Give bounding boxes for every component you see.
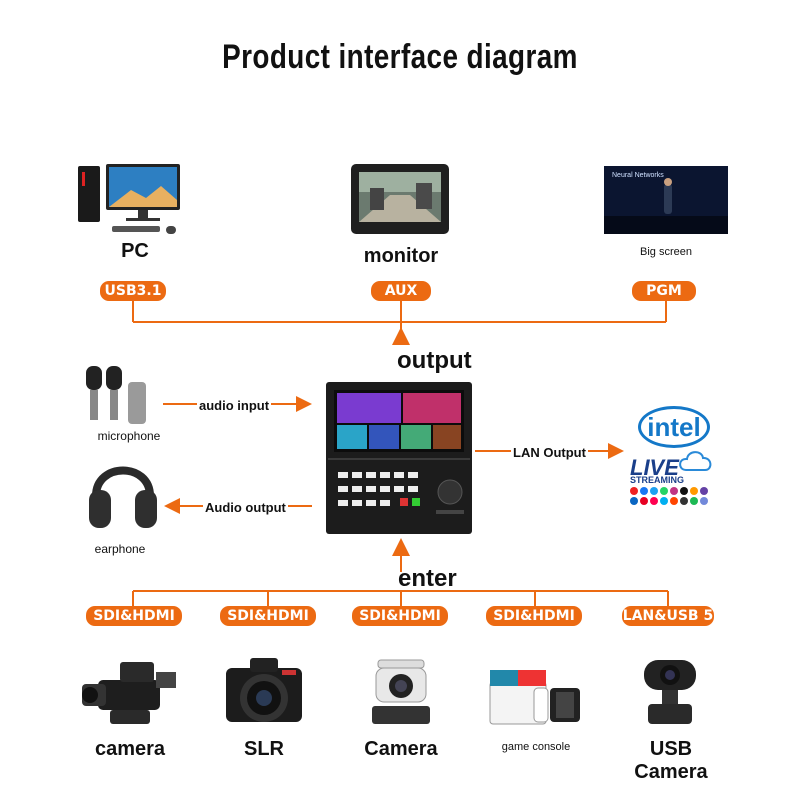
port-badge-sdi-hdmi-4: SDI&HDMI 4	[486, 606, 582, 644]
audio-output-arrow-label: Audio output	[203, 500, 288, 515]
webcam-icon	[644, 660, 696, 724]
slr-camera-icon	[226, 658, 302, 722]
slr-label: SLR	[244, 738, 284, 760]
port-badge-pgm: PGM	[632, 281, 696, 301]
earphone-icon	[89, 466, 157, 528]
ptz-camera-label: Camera	[364, 738, 438, 760]
big-screen-label: Big screen	[640, 246, 692, 258]
camcorder-icon	[82, 662, 176, 724]
big-screen-icon: Neural Networks	[604, 166, 728, 234]
monitor-icon	[351, 164, 449, 234]
monitor-label: monitor	[363, 245, 439, 267]
game-console-label: game console	[501, 741, 571, 753]
ptz-camera-icon	[372, 659, 430, 724]
streaming-text: STREAMING	[630, 475, 684, 485]
port-badge-usb31: USB3.1	[100, 281, 166, 301]
output-section-label: output	[397, 347, 472, 374]
cloud-icon	[679, 451, 712, 471]
camera-label: camera	[94, 738, 166, 760]
social-icons	[630, 487, 708, 505]
pc-label: PC	[121, 240, 149, 262]
enter-section-label: enter	[398, 565, 457, 592]
port-badge-lan-usb-5: LAN&USB 5	[622, 606, 714, 626]
lan-output-arrow-label: LAN Output	[511, 445, 588, 460]
microphone-label: microphone	[97, 429, 161, 443]
pc-icon	[78, 164, 180, 234]
microphone-icon	[86, 366, 146, 424]
audio-input-arrow-label: audio input	[197, 398, 272, 413]
live-text: LIVE	[630, 455, 679, 480]
port-badge-sdi-hdmi-3: SDI&HDMI 3	[352, 606, 448, 644]
port-badge-sdi-hdmi-2: SDI&HDMI 2	[220, 606, 316, 644]
intel-logo: intel	[638, 406, 710, 448]
big-screen-text: Neural Networks	[612, 172, 664, 179]
port-badge-sdi-hdmi-1: SDI&HDMI 1	[86, 606, 182, 644]
game-console-icon	[489, 670, 580, 725]
port-badge-aux: AUX	[371, 281, 431, 301]
page-title: Product interface diagram	[222, 38, 578, 76]
video-switcher-device	[326, 382, 472, 534]
usb-camera-label: USB Camera	[634, 738, 708, 783]
earphone-label: earphone	[94, 542, 146, 556]
